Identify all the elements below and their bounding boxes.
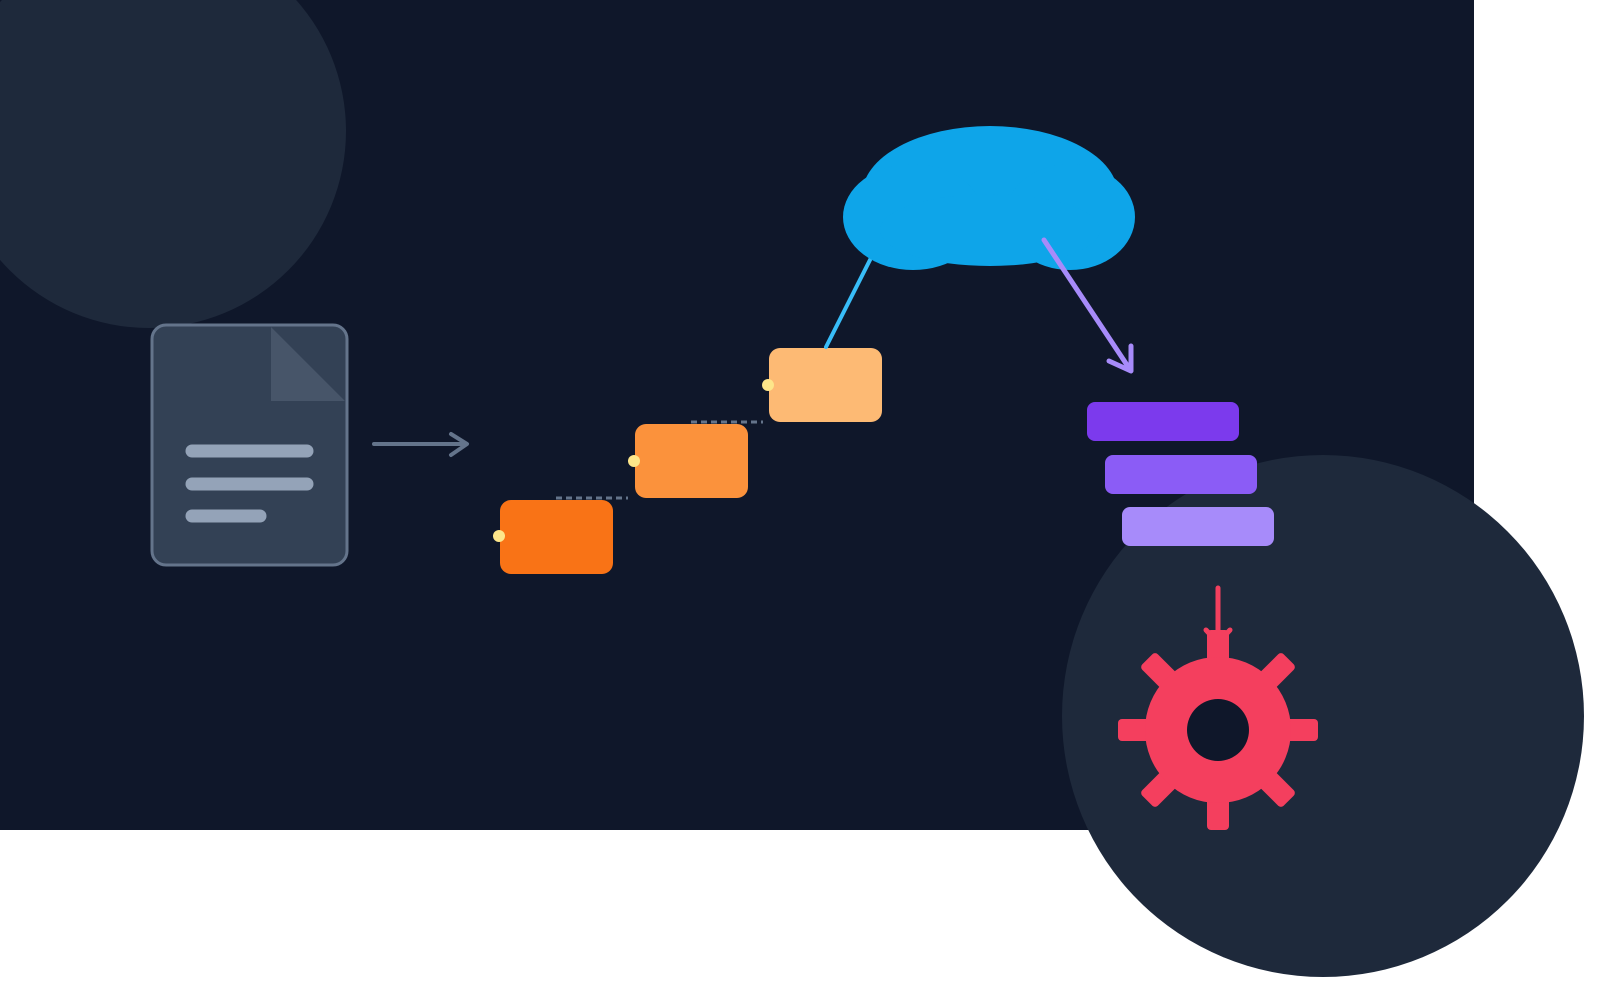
chunk-block-2	[635, 424, 748, 498]
document-icon	[150, 323, 349, 567]
backdrop-circle-bottom-right	[1062, 455, 1584, 977]
chunk-block-icon	[493, 348, 882, 574]
chunk-dot-1	[493, 530, 505, 542]
chunk-dot-3	[762, 379, 774, 391]
arrow-down-icon	[1041, 237, 1134, 374]
layer-stack-icon	[1087, 402, 1274, 546]
cloud-link	[824, 252, 875, 349]
arrow-right-icon	[372, 432, 469, 457]
layer-middle	[1105, 455, 1257, 494]
backdrop-circle-top-left	[0, 0, 346, 328]
layer-top	[1087, 402, 1239, 441]
document-fold	[271, 327, 345, 401]
layer-bottom	[1122, 507, 1274, 546]
cloud-icon	[843, 126, 1135, 270]
chunk-block-3	[769, 348, 882, 422]
gear-hole	[1187, 699, 1249, 761]
chunk-dot-2	[628, 455, 640, 467]
gear-icon	[1118, 630, 1318, 830]
chunk-block-1	[500, 500, 613, 574]
